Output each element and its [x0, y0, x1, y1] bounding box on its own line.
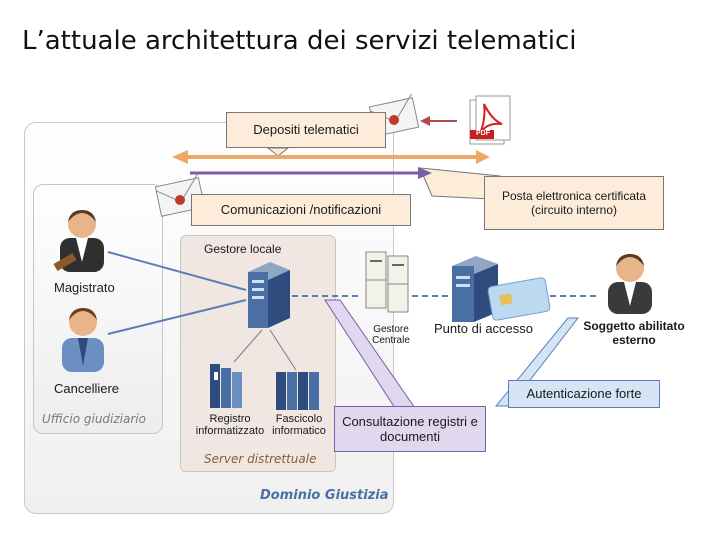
registro-label: Registro informatizzato	[195, 413, 265, 437]
magistrato-person-icon	[53, 210, 104, 272]
pec-callout: Posta elettronica certificata (circuito …	[484, 176, 664, 230]
depositi-arrow-head-left	[172, 150, 188, 164]
magistrato-label: Magistrato	[54, 280, 115, 295]
cancelliere-link	[107, 299, 247, 335]
registro-binders-icon	[210, 364, 242, 408]
pdf-document-icon	[469, 95, 511, 145]
fascicolo-binders-icon	[276, 372, 319, 410]
registro-link	[233, 329, 263, 363]
dominio-giustizia-label: Dominio Giustizia	[260, 488, 389, 503]
ufficio-giudiziario-label: Ufficio giudiziario	[42, 412, 146, 426]
gestore-locale-server-icon	[248, 262, 290, 328]
page-title: L’attuale architettura dei servizi telem…	[22, 26, 577, 56]
depositi-telematici-callout: Depositi telematici	[226, 112, 386, 148]
gestore-locale-label: Gestore locale	[204, 242, 282, 256]
gestore-centrale-label: Gestore Centrale	[372, 324, 410, 346]
fascicolo-label: Fascicolo informatico	[272, 413, 326, 437]
pdf-tag-label: PDF	[476, 130, 490, 137]
server-distrettuale-label: Server distrettuale	[204, 452, 317, 466]
consultazione-callout: Consultazione registri e documenti	[334, 406, 486, 452]
comunicazioni-callout: Comunicazioni /notificazioni	[191, 194, 411, 226]
autenticazione-callout: Autenticazione forte	[508, 380, 660, 408]
soggetto-label: Soggetto abilitato esterno	[583, 319, 685, 347]
comunicazioni-arrow-head	[418, 167, 432, 179]
ufficio-giudiziario-panel	[33, 184, 163, 434]
gestore-centrale-server-icon	[365, 251, 409, 313]
cancelliere-label: Cancelliere	[54, 381, 120, 396]
cancelliere-person-icon	[62, 308, 104, 372]
punto-accesso-label: Punto di accesso	[434, 321, 534, 336]
soggetto-person-icon	[608, 254, 652, 314]
depositi-arrow-head-right	[476, 150, 490, 164]
pdf-arrow-head	[420, 116, 430, 126]
magistrato-link	[107, 251, 247, 291]
smart-card-icon	[487, 277, 551, 321]
depositi-callout-tail	[266, 147, 290, 157]
consultazione-callout-pointer-left	[324, 299, 416, 409]
fascicolo-link	[269, 329, 297, 371]
